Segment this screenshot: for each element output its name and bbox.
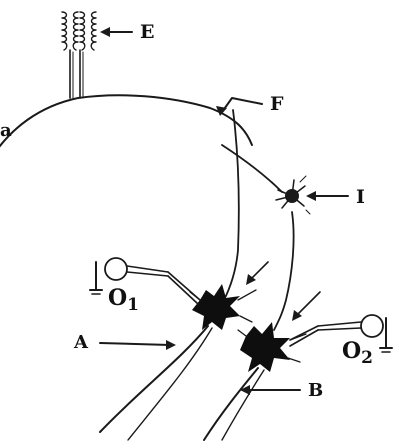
label-o2-main: O bbox=[342, 338, 361, 364]
label-b: B bbox=[308, 380, 323, 401]
surface-arc bbox=[0, 95, 252, 160]
arrow-e bbox=[100, 27, 132, 37]
label-f: F bbox=[270, 93, 284, 115]
synapse-arrow-2 bbox=[292, 292, 320, 321]
axon-b bbox=[204, 368, 258, 440]
arrow-a bbox=[100, 340, 176, 350]
label-o2-sub: 2 bbox=[361, 348, 373, 368]
label-o1-main: O bbox=[108, 285, 127, 311]
receptor-cells-e bbox=[62, 12, 96, 98]
fiber-to-interneuron bbox=[222, 145, 282, 192]
label-i: I bbox=[356, 186, 365, 208]
electrode-o1 bbox=[90, 258, 200, 304]
label-edge-letter: a bbox=[0, 120, 12, 141]
label-o2: O2 bbox=[342, 338, 373, 368]
arrow-i bbox=[306, 191, 348, 201]
synapse-arrow-1 bbox=[246, 262, 268, 285]
label-e: E bbox=[140, 21, 154, 43]
label-o1-sub: 1 bbox=[127, 295, 139, 315]
neuron-b-cell bbox=[238, 322, 306, 372]
interneuron-axon bbox=[274, 212, 294, 330]
interneuron-i bbox=[272, 176, 310, 214]
axon-a bbox=[100, 326, 208, 432]
electrode-o2 bbox=[290, 315, 392, 352]
label-a: A bbox=[73, 332, 89, 353]
fiber-to-neuron-1 bbox=[224, 110, 239, 300]
label-o1: O1 bbox=[108, 285, 139, 315]
neuron-a-cell bbox=[190, 284, 256, 330]
